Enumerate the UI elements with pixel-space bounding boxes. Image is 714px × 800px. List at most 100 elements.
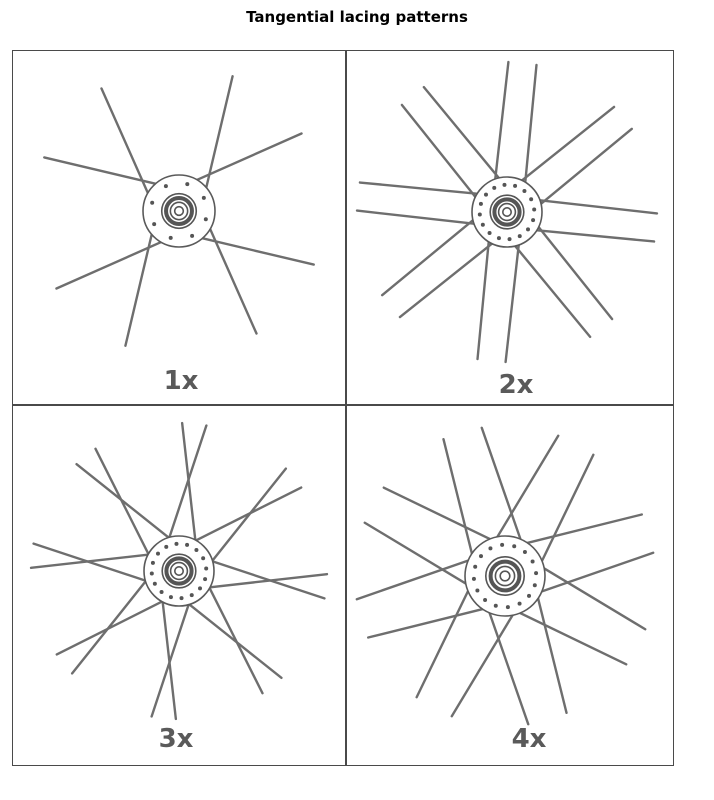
spoke <box>400 103 483 206</box>
spoke <box>29 552 160 570</box>
spoke <box>398 236 501 319</box>
spoke <box>489 434 560 550</box>
spoke <box>202 75 234 200</box>
diagram-title: Tangential lacing patterns <box>246 8 468 26</box>
spoke <box>527 551 655 598</box>
spoke-hole <box>517 234 522 239</box>
panel-3x: 3x <box>14 406 344 764</box>
spoke <box>190 234 315 266</box>
hub-ring <box>499 570 511 582</box>
spoke-hole <box>483 598 488 603</box>
spoke-hole <box>194 547 199 552</box>
spoke <box>94 447 155 565</box>
spoke-hole <box>179 596 184 601</box>
spoke <box>185 486 303 547</box>
spoke-hole <box>201 556 206 561</box>
hub-ring <box>161 553 197 589</box>
spoke-hole <box>487 231 492 236</box>
spoke-hole <box>534 571 539 576</box>
panel-1x: 1x <box>14 52 344 403</box>
spoke <box>450 602 521 718</box>
spoke <box>55 236 172 290</box>
spoke-hole <box>496 236 501 241</box>
spoke <box>201 557 326 600</box>
hub-ring <box>173 205 185 217</box>
spoke <box>363 521 479 592</box>
spoke <box>422 85 506 187</box>
spoke <box>180 421 198 552</box>
spoke-hole <box>517 601 522 606</box>
hub-ring <box>169 201 189 221</box>
spoke-hole <box>522 188 527 193</box>
spoke <box>355 554 483 601</box>
spoke <box>508 237 592 339</box>
spoke <box>204 467 288 570</box>
hub-ring <box>497 202 517 222</box>
panel-label-1x: 1x <box>163 366 199 396</box>
hub-ring <box>164 196 194 226</box>
spoke-hole <box>483 192 488 197</box>
spoke <box>483 598 530 726</box>
spoke-hole <box>480 222 485 227</box>
spoke <box>493 60 510 190</box>
spoke-hole <box>152 222 157 227</box>
spoke-hole <box>488 546 493 551</box>
spoke-hole <box>203 577 208 582</box>
spoke <box>32 542 157 585</box>
panel-grid <box>12 50 674 766</box>
spoke <box>150 593 193 718</box>
spoke-hole <box>150 200 155 205</box>
spoke <box>75 462 178 546</box>
grid-divider-horizontal <box>12 404 674 406</box>
spoke <box>529 198 659 215</box>
spoke-hole <box>530 559 535 564</box>
spoke <box>180 596 283 680</box>
panel-4x: 4x <box>347 406 672 764</box>
spoke <box>523 63 538 193</box>
spoke-hole <box>478 201 483 206</box>
spoke <box>531 560 647 631</box>
spoke <box>476 231 491 361</box>
spoke <box>532 127 634 211</box>
panel-label-4x: 4x <box>511 724 547 754</box>
spoke-hole <box>203 217 208 222</box>
spoke-hole <box>512 544 517 549</box>
spoke <box>165 424 208 549</box>
panel-2x: 2x <box>347 52 672 403</box>
spoke-hole <box>526 227 531 232</box>
spoke-hole <box>201 195 206 200</box>
spoke <box>506 605 628 666</box>
hub-ring <box>488 559 522 593</box>
spoke-hole <box>513 183 518 188</box>
spoke-hole <box>527 593 532 598</box>
hub-ring <box>174 566 185 577</box>
hub-ring <box>485 556 526 597</box>
spoke-hole <box>507 237 512 242</box>
panel-label-3x: 3x <box>158 724 194 754</box>
spoke-hole <box>204 566 209 571</box>
spoke <box>513 513 644 548</box>
spoke-hole <box>185 182 190 187</box>
spoke-hole <box>493 603 498 608</box>
spoke <box>380 213 482 297</box>
spoke-hole <box>473 564 478 569</box>
spoke-hole <box>477 212 482 217</box>
wheel-diagram-4x <box>355 426 655 726</box>
spoke-hole <box>505 605 510 610</box>
spoke-hole <box>471 576 476 581</box>
spoke <box>442 437 477 568</box>
spoke-hole <box>164 544 169 549</box>
spoke <box>531 218 614 321</box>
spoke-hole <box>475 588 480 593</box>
spoke <box>534 453 595 575</box>
spoke-hole <box>522 549 527 554</box>
spoke-hole <box>478 554 483 559</box>
wheel-diagram-2x <box>355 60 659 364</box>
spoke-hole <box>149 571 154 576</box>
spoke-hole <box>502 182 507 187</box>
spoke <box>186 132 303 186</box>
hub-ring <box>164 556 194 586</box>
hub-ring <box>492 197 522 227</box>
spoke-hole <box>155 551 160 556</box>
spoke-hole <box>529 197 534 202</box>
